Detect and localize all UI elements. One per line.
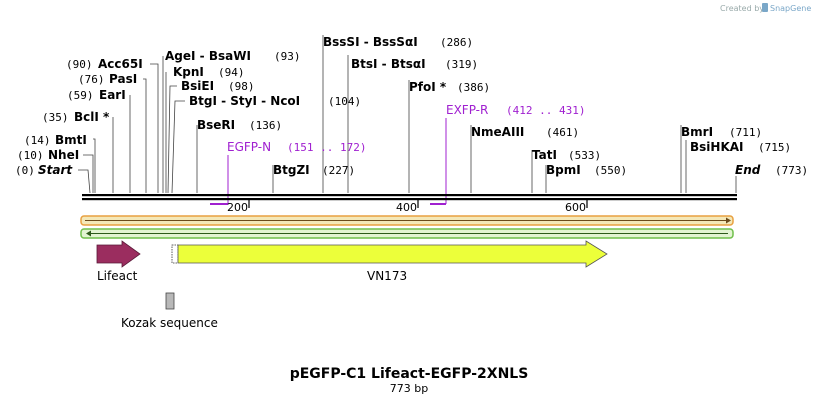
site-tati: TatI <box>532 148 557 162</box>
primer-exfp-r-label: EXFP-R <box>446 103 488 117</box>
feature-vn173-label: VN173 <box>367 269 407 283</box>
site-bsiei-pos: (98) <box>228 80 255 93</box>
site-bmti: BmtI <box>55 133 87 147</box>
site-eari-pos: (59) <box>67 89 94 102</box>
site-agei-bsawi: AgeI - BsaWI <box>165 49 251 63</box>
site-nmeaiii: NmeAIII <box>471 125 524 139</box>
orf-forward-arrow[interactable] <box>80 215 734 226</box>
site-agei-bsawi-pos: (93) <box>274 50 301 63</box>
site-bsihkai-pos: (715) <box>758 141 791 154</box>
site-pfoi-pos: (386) <box>457 81 490 94</box>
site-bmti-pos: (14) <box>24 134 51 147</box>
site-bseri-pos: (136) <box>249 119 282 132</box>
site-bsihkai: BsiHKAI <box>690 140 744 154</box>
ruler: 200 400 600 <box>227 200 588 214</box>
site-bmri-pos: (711) <box>729 126 762 139</box>
site-end-pos: (773) <box>775 164 808 177</box>
site-kpni-pos: (94) <box>218 66 245 79</box>
feature-lifeact[interactable]: Lifeact <box>96 240 141 283</box>
site-btgzi-pos: (227) <box>322 164 355 177</box>
site-bseri: BseRI <box>197 118 235 132</box>
site-labels: (0) Start (10) NheI (14) BmtI (35) BclI … <box>15 35 808 177</box>
credit-brand: SnapGene <box>770 4 811 13</box>
credit-prefix: Created by <box>720 4 764 13</box>
primer-exfp-r-range: (412 .. 431) <box>506 104 585 117</box>
site-bsiei: BsiEI <box>181 79 214 93</box>
orf-reverse-arrow[interactable] <box>80 228 734 239</box>
primer-exfp-r[interactable]: EXFP-R (412 .. 431) <box>430 103 585 205</box>
site-eari: EarI <box>99 88 126 102</box>
site-btgzi: BtgZI <box>273 163 310 177</box>
sequence-title: pEGFP-C1 Lifeact-EGFP-2XNLS <box>290 366 529 382</box>
site-pfoi: PfoI * <box>409 80 447 94</box>
site-nhei-pos: (10) <box>17 149 44 162</box>
site-tati-pos: (533) <box>568 149 601 162</box>
site-btsi: BtsI - BtsαI <box>351 57 426 71</box>
site-bsssi: BssSI - BssSαI <box>323 35 418 49</box>
site-start: Start <box>38 163 73 177</box>
site-btgi-styi-ncoi: BtgI - StyI - NcoI <box>189 94 300 108</box>
ruler-tick-600: 600 <box>565 201 586 214</box>
site-btsi-pos: (319) <box>445 58 478 71</box>
site-acc65i: Acc65I <box>98 57 143 71</box>
feature-kozak[interactable]: Kozak sequence <box>121 292 218 330</box>
site-nhei: NheI <box>48 148 79 162</box>
sequence-length: 773 bp <box>390 382 428 395</box>
site-acc65i-pos: (90) <box>66 58 93 71</box>
site-bcli: BclI * <box>74 110 110 124</box>
site-pasi-pos: (76) <box>78 73 105 86</box>
site-pasi: PasI <box>109 72 137 86</box>
feature-kozak-label: Kozak sequence <box>121 316 218 330</box>
primer-egfp-n-label: EGFP-N <box>227 140 271 154</box>
primer-egfp-n-range: (151 .. 172) <box>287 141 366 154</box>
site-btgi-styi-ncoi-pos: (104) <box>328 95 361 108</box>
site-bmri: BmrI <box>681 125 713 139</box>
site-kpni: KpnI <box>173 65 204 79</box>
site-nmeaiii-pos: (461) <box>546 126 579 139</box>
feature-vn173[interactable]: VN173 <box>171 240 608 283</box>
site-bcli-pos: (35) <box>42 111 69 124</box>
dna-backbone <box>82 194 737 201</box>
feature-lifeact-label: Lifeact <box>97 269 138 283</box>
site-bpmi: BpmI <box>546 163 581 177</box>
site-leader-lines <box>78 35 737 194</box>
ruler-tick-200: 200 <box>227 201 248 214</box>
site-start-pos: (0) <box>15 164 35 177</box>
site-bsssi-pos: (286) <box>440 36 473 49</box>
snapgene-logo-icon <box>762 3 768 12</box>
ruler-tick-400: 400 <box>396 201 417 214</box>
site-bpmi-pos: (550) <box>594 164 627 177</box>
site-end: End <box>735 163 761 177</box>
